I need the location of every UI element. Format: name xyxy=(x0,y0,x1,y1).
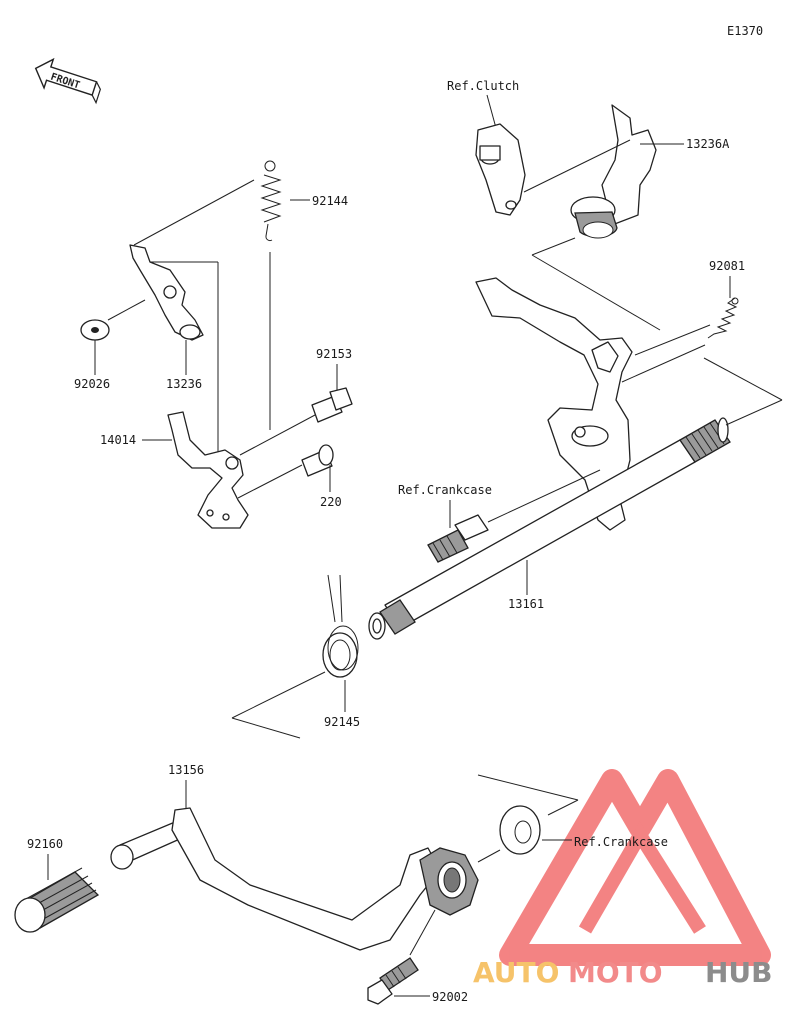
watermark-moto: MOTO xyxy=(568,956,663,989)
watermark-logo xyxy=(499,769,771,966)
part-92144: 92144 xyxy=(312,194,348,208)
part-92145: 92145 xyxy=(324,715,360,729)
watermark-triangle xyxy=(499,769,771,966)
spring-92081 xyxy=(707,297,739,339)
pin-220 xyxy=(301,444,334,477)
clutch-arm xyxy=(475,123,526,216)
front-arrow-icon: FRONT xyxy=(34,57,101,105)
ref-crankcase-mid-label: Ref.Crankcase xyxy=(398,483,492,497)
part-13236A: 13236A xyxy=(686,137,730,151)
washer-92026 xyxy=(80,319,110,341)
part-92160: 92160 xyxy=(27,837,63,851)
bolt-92002 xyxy=(367,957,419,1005)
shaft-13161 xyxy=(368,417,731,640)
crankcase-pin xyxy=(427,514,489,563)
part-14014: 14014 xyxy=(100,433,136,447)
spring-92145 xyxy=(322,574,359,678)
part-13161: 13161 xyxy=(508,597,544,611)
part-92002: 92002 xyxy=(432,990,468,1004)
watermark-auto: AUTO xyxy=(473,956,559,989)
diagram-code: E1370 xyxy=(727,24,763,38)
lever-13236 xyxy=(129,244,204,341)
part-13156: 13156 xyxy=(168,763,204,777)
ref-clutch-label: Ref.Clutch xyxy=(447,79,519,93)
ref-crankcase-low-label: Ref.Crankcase xyxy=(574,835,668,849)
part-92153: 92153 xyxy=(316,347,352,361)
spring-92144 xyxy=(260,160,282,242)
part-220: 220 xyxy=(320,495,342,509)
crankcase-washer xyxy=(499,805,541,855)
watermark-text: AUTO MOTO HUB xyxy=(473,956,773,989)
lever-13236A xyxy=(570,104,657,239)
bolt-92153 xyxy=(311,387,353,423)
rubber-92160 xyxy=(14,867,100,933)
shift-arm xyxy=(475,277,633,531)
part-92081: 92081 xyxy=(709,259,745,273)
part-13236: 13236 xyxy=(166,377,202,391)
pedal-13156 xyxy=(110,807,479,951)
watermark-hub: HUB xyxy=(705,956,773,989)
bracket-14014 xyxy=(167,411,249,529)
part-92026: 92026 xyxy=(74,377,110,391)
